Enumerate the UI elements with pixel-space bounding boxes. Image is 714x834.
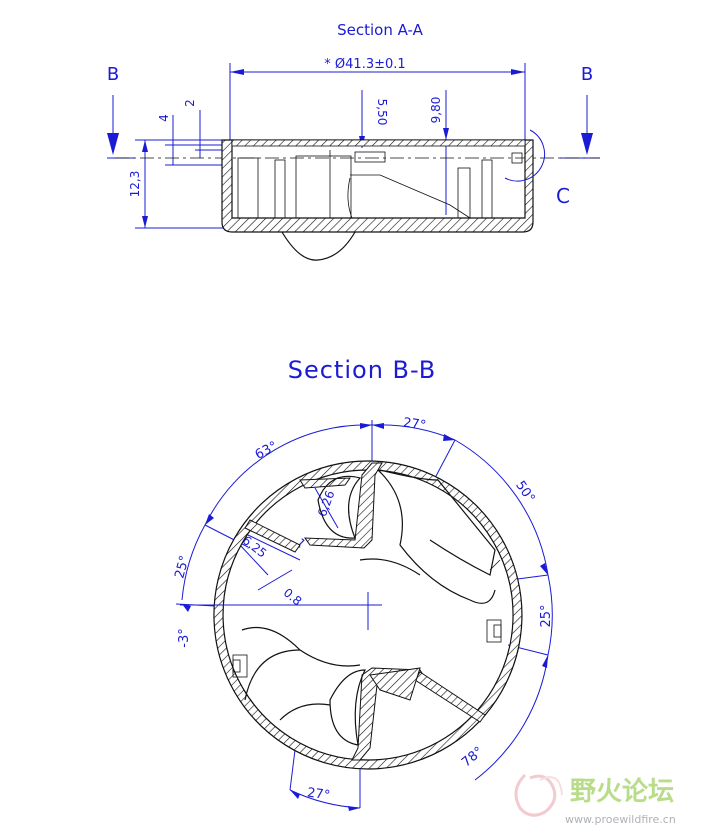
cut-arrow-right	[560, 95, 600, 159]
upper-lens-cluster	[244, 462, 496, 604]
section-aa-body	[221, 139, 534, 261]
dim-123-label: 12,3	[128, 171, 142, 198]
watermark-url: www.proewildfire.cn	[565, 813, 676, 826]
angle-dimension-arcs	[175, 420, 553, 811]
section-bb-ring	[213, 460, 523, 770]
diameter-label: * Ø41.3±0.1	[324, 57, 405, 72]
angle-63: 63°	[253, 439, 280, 463]
dim-550-label: 5,50	[375, 99, 389, 126]
dim-123: 12,3	[128, 139, 230, 229]
detail-c-label: C	[556, 184, 570, 208]
watermark: 野火论坛 www.proewildfire.cn	[514, 773, 676, 826]
angle-25-right: 25°	[539, 604, 554, 627]
cut-label-left: B	[107, 64, 119, 85]
ring-clips	[232, 559, 502, 678]
dim-980-label: 9,80	[429, 97, 443, 124]
diameter-dimension: * Ø41.3±0.1	[229, 57, 526, 140]
center-mark	[180, 592, 382, 630]
section-bb-view: Section B-B	[172, 356, 554, 811]
cut-arrow-left	[107, 95, 135, 159]
dim-980: 9,80	[429, 90, 449, 215]
dim-4-label: 4	[157, 114, 171, 122]
angle-50: 50°	[512, 478, 537, 505]
dim-2-label: 2	[183, 99, 197, 107]
lower-lens-cluster	[241, 626, 486, 761]
angle-27-bottom: 27°	[306, 786, 331, 804]
section-aa-view: Section A-A B B * Ø41.3±0.1 4	[107, 21, 600, 261]
detail-c-callout: C	[504, 129, 570, 208]
angle-minus-3: -3°	[177, 628, 192, 647]
watermark-text: 野火论坛	[570, 777, 674, 807]
angle-25-left: 25°	[172, 554, 192, 580]
angle-27-top: 27°	[402, 416, 427, 434]
cut-label-right: B	[581, 64, 593, 85]
section-bb-title: Section B-B	[288, 356, 437, 384]
watermark-logo-icon	[514, 773, 563, 817]
angle-78: 78°	[459, 744, 486, 770]
dim-550: 5,50	[359, 90, 389, 148]
section-aa-title: Section A-A	[337, 21, 424, 39]
